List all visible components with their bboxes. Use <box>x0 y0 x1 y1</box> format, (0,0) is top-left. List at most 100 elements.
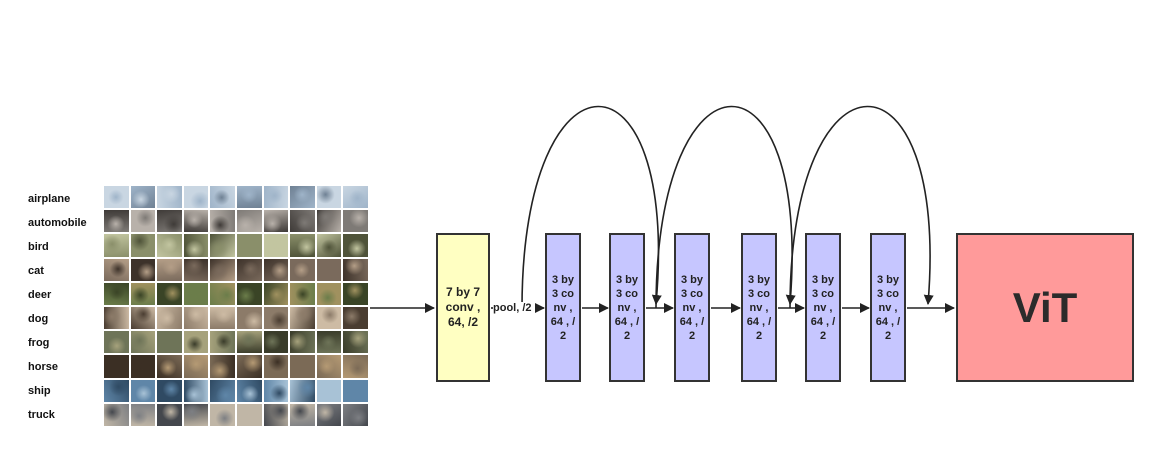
sample-image-thumbnail <box>210 282 235 305</box>
conv-block-label: 3 by 3 co nv , 64 , /2 <box>810 273 836 342</box>
sample-image-thumbnail <box>263 331 289 354</box>
sample-image-thumbnail <box>183 186 209 209</box>
class-label-frog: frog <box>28 337 50 349</box>
sample-image-thumbnail <box>210 258 235 281</box>
sample-image-thumbnail <box>237 282 262 305</box>
sample-image-thumbnail <box>237 234 262 257</box>
skip-connection-arc-1 <box>521 105 662 309</box>
sample-image-thumbnail <box>183 258 209 281</box>
class-label-dog: dog <box>28 313 49 325</box>
sample-image-thumbnail <box>237 331 262 354</box>
sample-image-thumbnail <box>210 210 235 233</box>
sample-image-thumbnail <box>343 355 368 378</box>
conv-block-5: 3 by 3 co nv , 64 , /2 <box>805 233 841 382</box>
sample-image-thumbnail <box>130 258 156 281</box>
sample-image-thumbnail <box>316 234 342 257</box>
sample-image-thumbnail <box>130 403 156 426</box>
sample-image-thumbnail <box>210 307 235 330</box>
sample-image-thumbnail <box>237 210 262 233</box>
sample-image-thumbnail <box>130 210 156 233</box>
skip-connection-arc-3 <box>789 105 934 309</box>
sample-image-thumbnail <box>210 403 235 426</box>
sample-image-thumbnail <box>237 403 262 426</box>
vit-block: ViT <box>956 233 1134 382</box>
sample-image-thumbnail <box>130 234 156 257</box>
conv-block-4: 3 by 3 co nv , 64 , /2 <box>741 233 777 382</box>
sample-image-thumbnail <box>157 234 182 257</box>
sample-image-thumbnail <box>316 282 342 305</box>
sample-image-thumbnail <box>290 234 315 257</box>
sample-image-thumbnail <box>130 282 156 305</box>
sample-image-thumbnail <box>237 307 262 330</box>
sample-image-thumbnail <box>343 234 368 257</box>
sample-image-thumbnail <box>104 258 129 281</box>
sample-image-thumbnail <box>263 210 289 233</box>
class-label-bird: bird <box>28 241 49 253</box>
sample-image-thumbnail <box>237 258 262 281</box>
sample-image-thumbnail <box>104 331 129 354</box>
sample-image-thumbnail <box>210 186 235 209</box>
sample-image-thumbnail <box>343 331 368 354</box>
sample-image-thumbnail <box>316 307 342 330</box>
sample-image-thumbnail <box>183 331 209 354</box>
sample-image-thumbnail <box>130 331 156 354</box>
sample-image-thumbnail <box>157 355 182 378</box>
sample-image-thumbnail <box>104 282 129 305</box>
sample-image-thumbnail <box>263 379 289 402</box>
sample-image-thumbnail <box>316 210 342 233</box>
sample-image-thumbnail <box>290 331 315 354</box>
sample-image-thumbnail <box>237 379 262 402</box>
conv-block-label: 3 by 3 co nv , 64 , /2 <box>746 273 772 342</box>
conv-block-3: 3 by 3 co nv , 64 , /2 <box>674 233 710 382</box>
sample-image-thumbnail <box>130 379 156 402</box>
sample-image-thumbnail <box>157 379 182 402</box>
conv-block-label: 3 by 3 co nv , 64 , /2 <box>875 273 901 342</box>
conv-block-label: 3 by 3 co nv , 64 , /2 <box>614 273 640 342</box>
sample-image-thumbnail <box>316 331 342 354</box>
sample-image-thumbnail <box>183 234 209 257</box>
sample-image-thumbnail <box>263 258 289 281</box>
sample-image-thumbnail <box>157 282 182 305</box>
sample-image-thumbnail <box>104 403 129 426</box>
sample-image-thumbnail <box>183 307 209 330</box>
sample-image-thumbnail <box>104 355 129 378</box>
sample-image-thumbnail <box>210 379 235 402</box>
sample-image-thumbnail <box>290 186 315 209</box>
sample-image-thumbnail <box>263 307 289 330</box>
sample-image-thumbnail <box>183 379 209 402</box>
sample-image-thumbnail <box>104 234 129 257</box>
vit-label: ViT <box>1012 283 1078 331</box>
sample-image-thumbnail <box>290 379 315 402</box>
sample-image-thumbnail <box>343 258 368 281</box>
sample-image-thumbnail <box>263 186 289 209</box>
stem-conv-label: 7 by 7 conv , 64, /2 <box>445 285 481 329</box>
class-label-ship: ship <box>28 385 51 397</box>
sample-image-thumbnail <box>157 403 182 426</box>
sample-image-thumbnail <box>237 355 262 378</box>
conv-block-1: 3 by 3 co nv , 64 , /2 <box>545 233 581 382</box>
pool-label: pool, /2 <box>493 302 532 314</box>
sample-image-thumbnail <box>343 282 368 305</box>
sample-image-thumbnail <box>290 403 315 426</box>
sample-image-thumbnail <box>183 210 209 233</box>
conv-block-label: 3 by 3 co nv , 64 , /2 <box>679 273 705 342</box>
sample-image-thumbnail <box>183 282 209 305</box>
sample-image-thumbnail <box>316 258 342 281</box>
class-label-truck: truck <box>28 409 55 421</box>
stem-conv-block: 7 by 7 conv , 64, /2 <box>436 233 490 382</box>
sample-image-thumbnail <box>290 307 315 330</box>
sample-image-thumbnail <box>316 379 342 402</box>
sample-image-thumbnail <box>263 234 289 257</box>
sample-image-thumbnail <box>343 403 368 426</box>
sample-image-thumbnail <box>343 210 368 233</box>
sample-image-thumbnail <box>157 186 182 209</box>
sample-image-thumbnail <box>290 282 315 305</box>
sample-image-thumbnail <box>130 186 156 209</box>
sample-image-thumbnail <box>210 331 235 354</box>
conv-block-6: 3 by 3 co nv , 64 , /2 <box>870 233 906 382</box>
class-label-horse: horse <box>28 361 58 373</box>
sample-image-thumbnail <box>130 307 156 330</box>
sample-image-thumbnail <box>316 186 342 209</box>
sample-image-thumbnail <box>263 355 289 378</box>
sample-image-thumbnail <box>237 186 262 209</box>
